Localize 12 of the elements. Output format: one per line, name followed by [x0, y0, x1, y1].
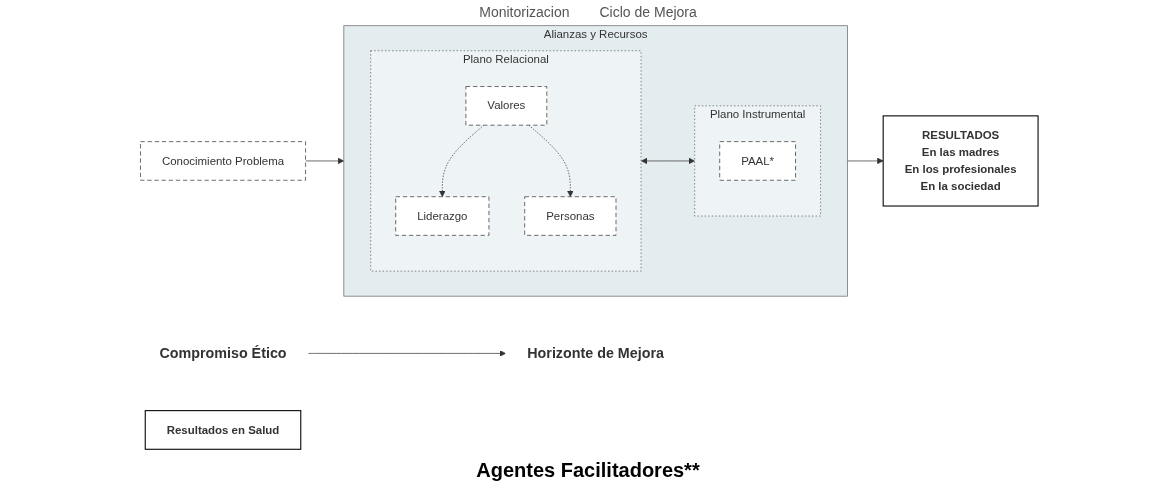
node-box: PAAL* — [719, 141, 796, 181]
caption: Agentes Facilitadores** — [476, 459, 700, 482]
note-text: Ciclo de Mejora — [599, 4, 697, 20]
node-text: Horizonte de Mejora — [527, 345, 664, 362]
node-box: Resultados en Salud — [144, 410, 302, 450]
note-text: Monitorizacion — [479, 4, 570, 20]
node-box: Personas — [524, 196, 617, 236]
node-box: Conocimiento Problema — [140, 141, 306, 181]
node-box: RESULTADOS En las madres En los profesionales En la sociedad — [882, 115, 1039, 207]
node-text: Compromiso Ético — [159, 345, 287, 362]
node-box: Valores — [465, 86, 548, 126]
node-box: Liderazgo — [395, 196, 490, 236]
